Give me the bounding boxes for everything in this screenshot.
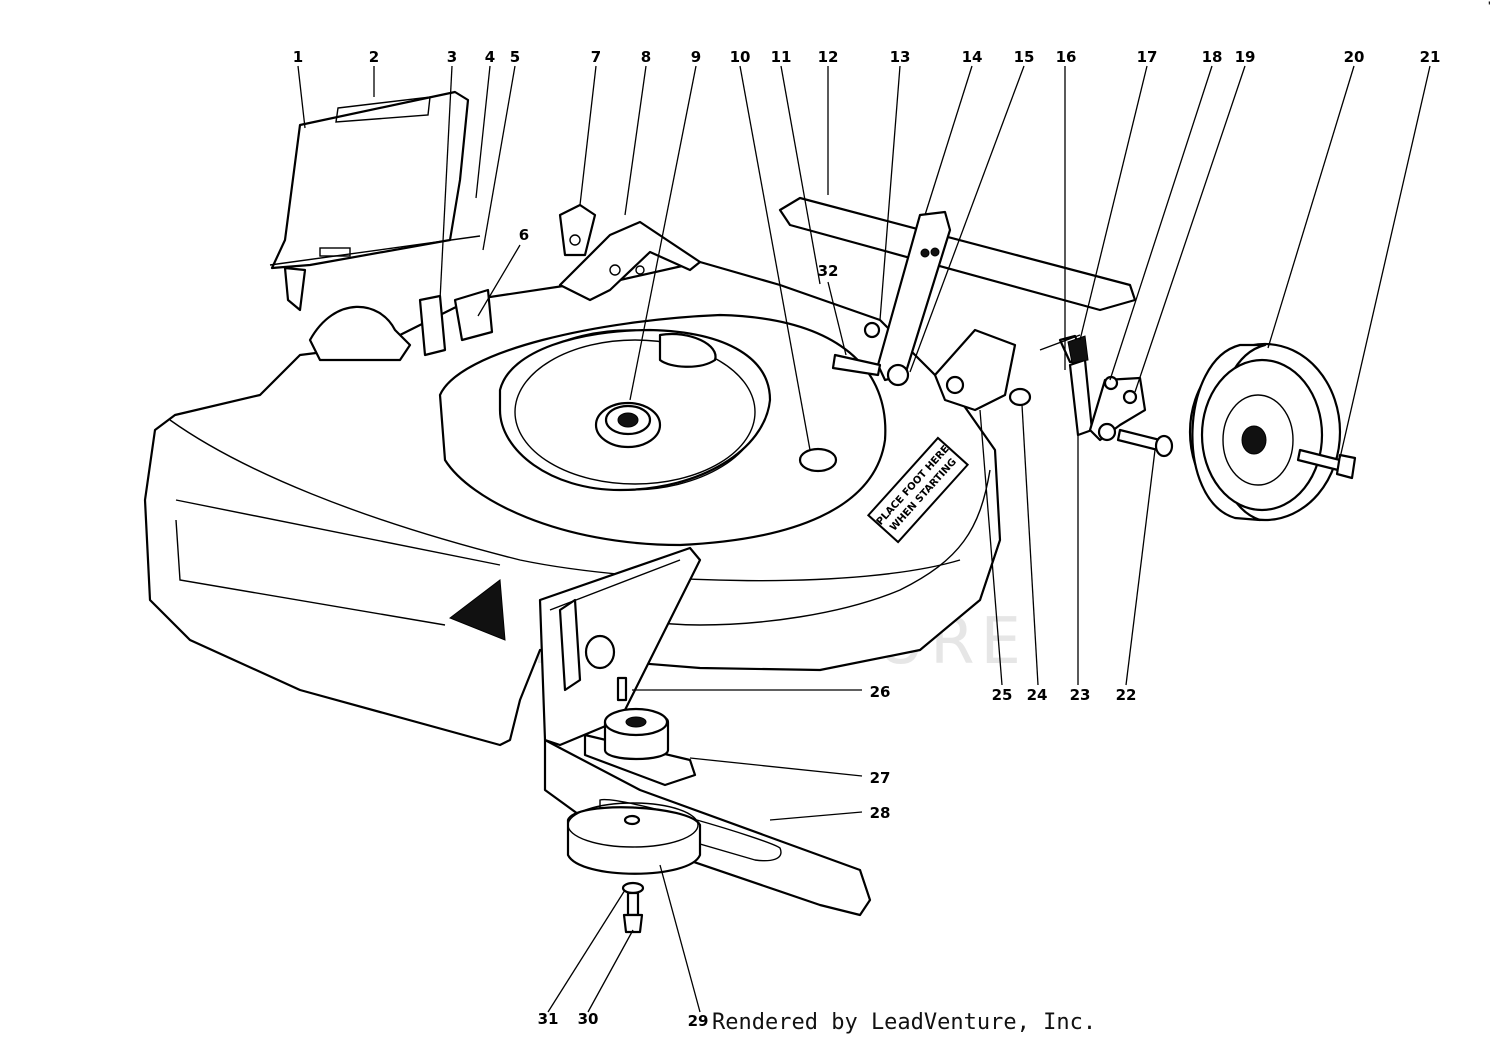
callout-20: 20 [1344,48,1365,66]
height-lever [831,210,952,387]
callout-8: 8 [641,48,651,66]
callout-11: 11 [771,48,792,66]
front-bracket [538,546,702,747]
callout-12: 12 [818,48,839,66]
adjuster-plate [1067,335,1094,437]
callout-16: 16 [1056,48,1077,66]
callout-27: 27 [870,769,891,787]
callout-24: 24 [1027,686,1048,704]
leader-lines [297,65,1431,1013]
callout-31: 31 [538,1010,559,1028]
callout-18: 18 [1202,48,1223,66]
wheel [1188,342,1342,522]
blade-bolt [621,881,645,934]
rear-baffle [778,196,1137,312]
corner-mark: ' [1488,0,1491,14]
callout-19: 19 [1235,48,1256,66]
bolt-22 [1116,428,1174,458]
callout-30: 30 [578,1010,599,1028]
callout-7: 7 [591,48,601,66]
callout-13: 13 [890,48,911,66]
blade-adapter [583,707,697,787]
callout-28: 28 [870,804,891,822]
callout-4: 4 [485,48,495,66]
callout-3: 3 [447,48,457,66]
callout-9: 9 [691,48,701,66]
rear-deflector [269,90,481,312]
callout-21: 21 [1420,48,1441,66]
blade-washer [566,802,702,875]
key-26 [616,676,628,702]
callout-15: 15 [1014,48,1035,66]
render-credit: Rendered by LeadVenture, Inc. [712,1010,1097,1035]
axle-bracket [1088,375,1147,442]
wheel-bolt [1296,448,1357,480]
callout-6: 6 [519,226,529,244]
callout-10: 10 [730,48,751,66]
callout-32: 32 [818,262,839,280]
callout-1: 1 [293,48,303,66]
callout-25: 25 [992,686,1013,704]
callout-29: 29 [688,1012,709,1030]
callout-2: 2 [369,48,379,66]
callout-23: 23 [1070,686,1091,704]
washer-24 [1008,387,1032,407]
callout-14: 14 [962,48,983,66]
callout-17: 17 [1137,48,1158,66]
callout-22: 22 [1116,686,1137,704]
callout-5: 5 [510,48,520,66]
deck-housing: PLACE FOOT HERE WHEN STARTING [143,220,1002,747]
callouts: 1 2 3 4 5 6 7 8 9 10 11 12 13 14 15 16 1… [293,48,1441,1030]
bracket-7 [558,203,597,257]
callout-26: 26 [870,683,891,701]
